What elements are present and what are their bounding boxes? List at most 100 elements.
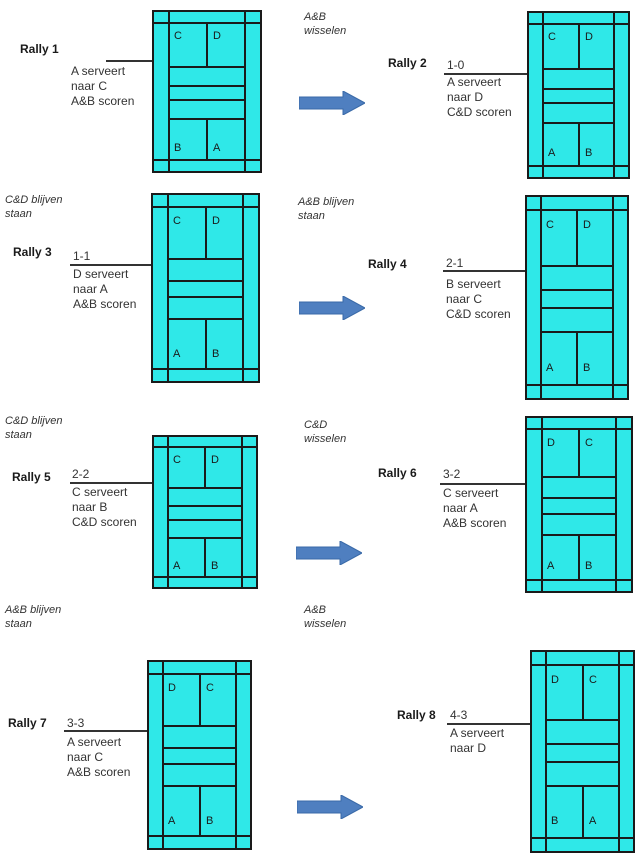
rally-2-label: Rally 2	[388, 56, 427, 70]
rally-7-label: Rally 7	[8, 716, 47, 730]
center-line	[204, 446, 206, 487]
net-line	[545, 743, 620, 745]
singles-sideline	[167, 437, 169, 587]
net-line	[167, 280, 244, 282]
player-position: D	[583, 219, 591, 231]
rally-5-pointer	[70, 482, 152, 484]
center-line	[582, 664, 584, 719]
rally-8-label: Rally 8	[397, 708, 436, 722]
note-ab-blijven-2: A&B blijven staan	[5, 604, 62, 630]
court-rally-8: D C B A	[530, 650, 635, 853]
player-position: B	[174, 142, 182, 154]
net-line	[542, 88, 615, 90]
rally-1-label: Rally 1	[20, 42, 59, 56]
short-service-line	[167, 487, 243, 489]
rally-8-pointer	[447, 723, 531, 725]
singles-sideline	[615, 418, 617, 591]
singles-sideline	[612, 197, 614, 398]
net-line	[540, 289, 614, 291]
singles-sideline	[167, 195, 169, 381]
net-line	[167, 505, 243, 507]
rally-8-text: A serveert naar D	[450, 726, 505, 755]
rally-7-score: 3-3	[67, 716, 85, 730]
rally-6-pointer	[440, 483, 525, 485]
rally-7-text: A serveert naar C A&B scoren	[67, 735, 131, 779]
rally-7-pointer	[64, 730, 148, 732]
rally-6-text: C serveert naar A A&B scoren	[443, 486, 507, 530]
player-position: B	[551, 815, 559, 827]
net-line	[167, 296, 244, 298]
net-line	[542, 102, 615, 104]
player-position: D	[547, 437, 555, 449]
singles-sideline	[168, 12, 170, 171]
net-line	[541, 497, 617, 499]
player-position: C	[589, 674, 597, 686]
player-position: C	[173, 215, 181, 227]
net-line	[168, 85, 246, 87]
center-line	[582, 785, 584, 839]
short-service-line	[167, 258, 244, 260]
player-position: D	[213, 30, 221, 42]
center-line	[578, 122, 580, 167]
player-position: A	[547, 560, 555, 572]
singles-sideline	[162, 662, 164, 848]
note-ab-wisselen-1: A&B wisselen	[304, 11, 347, 37]
singles-sideline	[613, 13, 615, 177]
rally-4-label: Rally 4	[368, 257, 407, 271]
player-position: A	[589, 815, 597, 827]
singles-sideline	[541, 418, 543, 591]
player-position: A	[546, 362, 554, 374]
center-line	[206, 118, 208, 161]
singles-sideline	[241, 437, 243, 587]
arrow-right-icon	[296, 541, 362, 565]
rally-2-pointer	[444, 73, 528, 75]
center-line	[204, 537, 206, 578]
short-service-line	[162, 725, 237, 727]
player-position: B	[585, 147, 593, 159]
arrow-right-icon	[299, 296, 365, 320]
player-position: C	[173, 454, 181, 466]
rally-4-text: B serveert naar C C&D scoren	[446, 277, 511, 321]
net-line	[167, 519, 243, 521]
rally-3-score: 1-1	[73, 249, 91, 263]
rally-6-score: 3-2	[443, 467, 461, 481]
center-line	[576, 331, 578, 386]
singles-sideline	[618, 652, 620, 851]
rally-6-label: Rally 6	[378, 466, 417, 480]
net-line	[162, 763, 237, 765]
arrow-right-icon	[299, 91, 365, 115]
rally-2-text: A serveert naar D C&D scoren	[447, 75, 512, 119]
center-line	[199, 673, 201, 725]
short-service-line	[541, 476, 617, 478]
player-position: C	[546, 219, 554, 231]
singles-sideline	[545, 652, 547, 851]
center-line	[205, 318, 207, 370]
player-position: B	[583, 362, 591, 374]
player-position: D	[551, 674, 559, 686]
player-position: C	[585, 437, 593, 449]
short-service-line	[540, 265, 614, 267]
rally-3-text: D serveert naar A A&B scoren	[73, 267, 137, 311]
net-line	[540, 307, 614, 309]
net-line	[168, 99, 246, 101]
player-position: A	[213, 142, 221, 154]
net-line	[545, 761, 620, 763]
singles-sideline	[235, 662, 237, 848]
court-rally-4: C D A B	[525, 195, 629, 400]
player-position: A	[548, 147, 556, 159]
rally-5-label: Rally 5	[12, 470, 51, 484]
singles-sideline	[242, 195, 244, 381]
rally-5-text: C serveert naar B C&D scoren	[72, 485, 137, 529]
center-line	[199, 785, 201, 837]
rally-8-score: 4-3	[450, 708, 468, 722]
note-cd-blijven-1: C&D blijven staan	[5, 194, 63, 220]
rally-4-pointer	[443, 270, 525, 272]
singles-sideline	[244, 12, 246, 171]
player-position: D	[168, 682, 176, 694]
player-position: D	[212, 215, 220, 227]
